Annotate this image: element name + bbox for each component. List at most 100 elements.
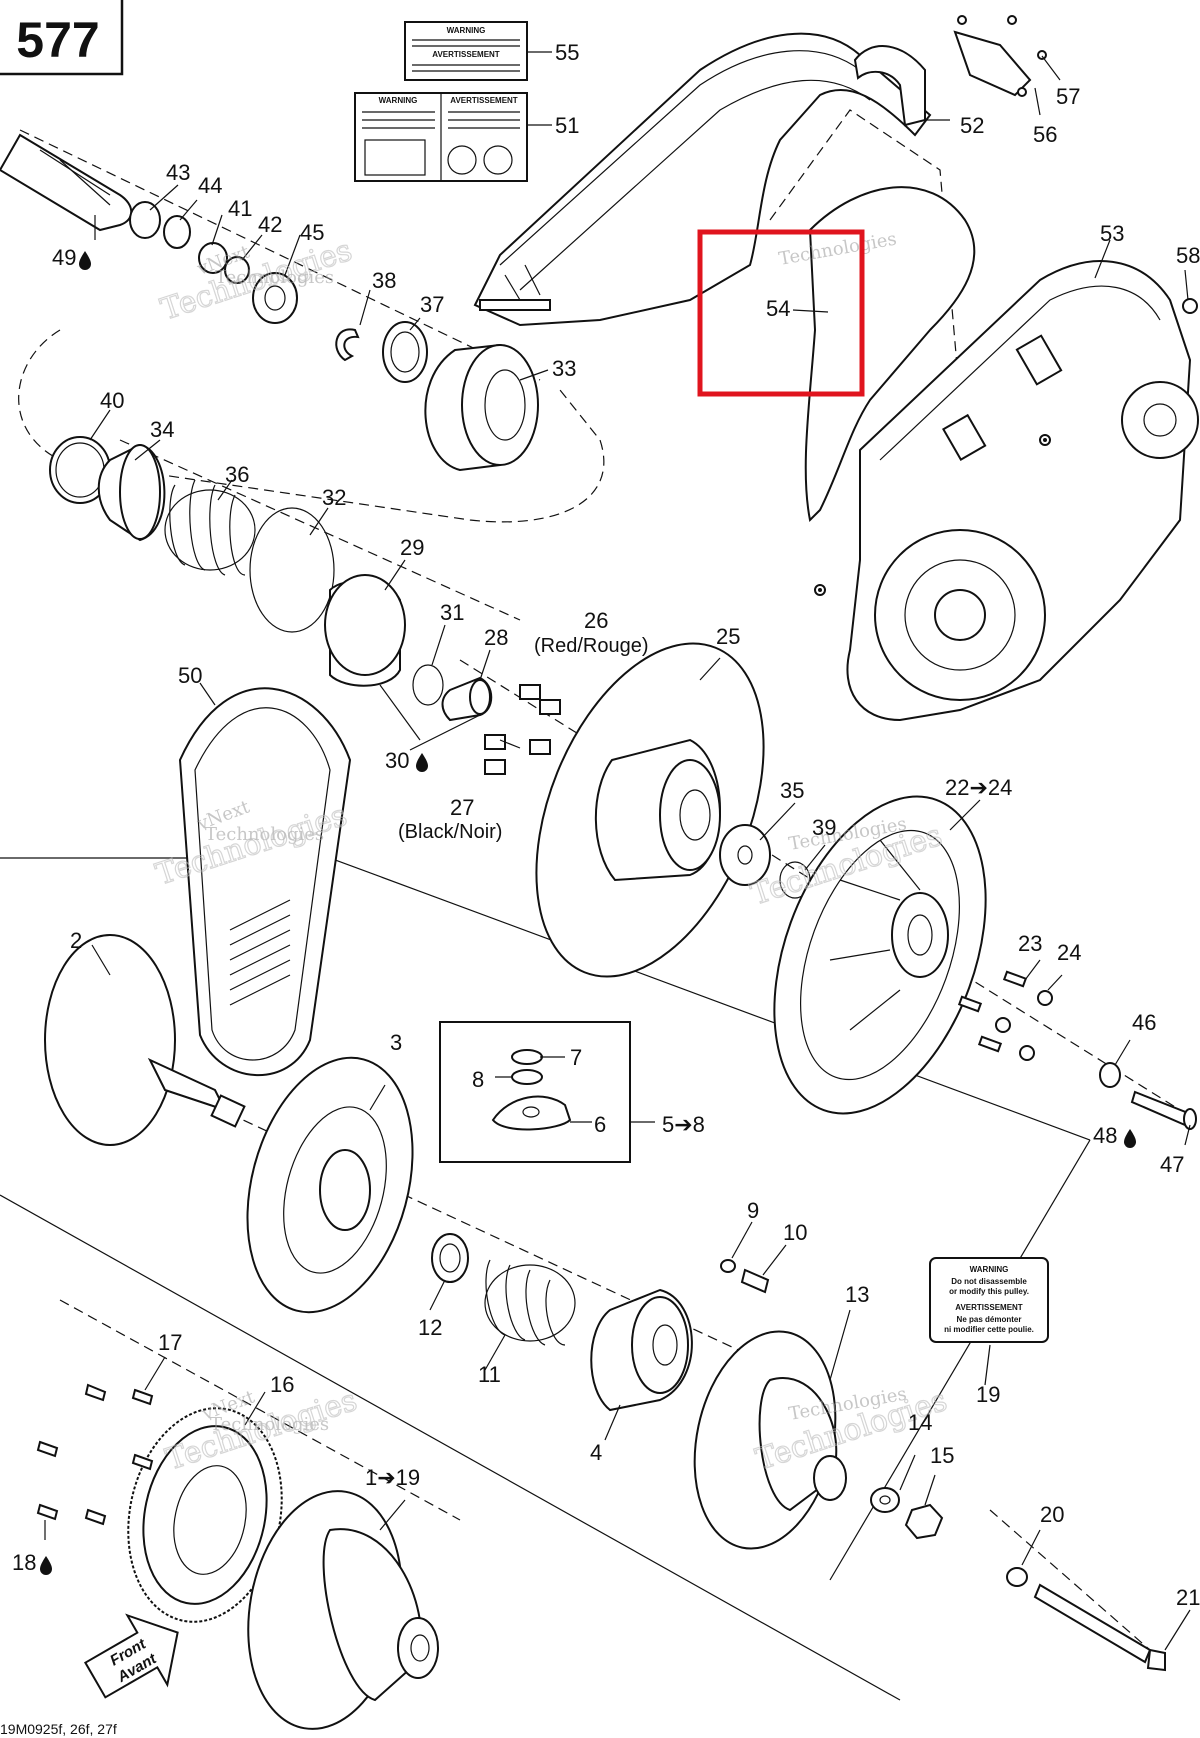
callout: 15 [930, 1443, 954, 1468]
warning-decal-55: WARNING AVERTISSEMENT [404, 21, 528, 81]
callout: 35 [780, 778, 804, 803]
svg-text:48: 48 [1093, 1123, 1117, 1148]
callout: 8 [472, 1067, 484, 1092]
highlight-callout: 54 [766, 296, 790, 321]
callout: 1➔19 [365, 1465, 420, 1490]
oil-drop-icon [79, 251, 91, 270]
callout: 56 [1033, 122, 1057, 147]
svg-text:18: 18 [12, 1550, 36, 1575]
callout: 24 [1057, 940, 1081, 965]
callout: 9 [747, 1198, 759, 1223]
svg-text:AVERTISSEMENT: AVERTISSEMENT [955, 1303, 1023, 1312]
callout-18: 18 [12, 1550, 52, 1575]
black-noir-label: (Black/Noir) [398, 821, 502, 843]
svg-text:Technologies: Technologies [215, 267, 334, 288]
page-number-box: 577 [0, 0, 124, 76]
callout: 57 [1056, 84, 1080, 109]
callout: 16 [270, 1372, 294, 1397]
drive-sheave-2 [44, 934, 246, 1146]
sheave-22-24 [773, 795, 1197, 1130]
callout: 25 [716, 624, 740, 649]
warning-decal-19: WARNING Do not disassemble or modify thi… [929, 1257, 1049, 1343]
callout-30: 30 [385, 748, 428, 773]
callout-numbers: 55 51 52 56 57 53 58 43 44 41 42 45 49 3… [12, 40, 1200, 1610]
callout: 38 [372, 268, 396, 293]
callout: 50 [178, 663, 202, 688]
callout: 17 [158, 1330, 182, 1355]
callout: 19 [976, 1382, 1000, 1407]
callout: 5➔8 [662, 1112, 705, 1137]
callout: 58 [1176, 243, 1200, 268]
callout: 32 [322, 485, 346, 510]
drive-belt-50 [178, 687, 352, 1076]
drive-pulley-13 [693, 1330, 944, 1550]
callout: 36 [225, 462, 249, 487]
belt-cover [814, 260, 1199, 722]
callout: 10 [783, 1220, 807, 1245]
callout: 43 [166, 160, 190, 185]
callout: 12 [418, 1315, 442, 1340]
callout: 44 [198, 173, 222, 198]
page-number: 577 [16, 12, 99, 68]
svg-text:ni modifier cette poulie.: ni modifier cette poulie. [944, 1325, 1034, 1334]
svg-text:WARNING: WARNING [379, 96, 418, 105]
callout: 3 [390, 1030, 402, 1055]
callout: 13 [845, 1282, 869, 1307]
driven-pulley-parts-upper [0, 133, 561, 775]
callout: 31 [440, 600, 464, 625]
callout: 11 [478, 1362, 501, 1387]
svg-text:49: 49 [52, 245, 76, 270]
oil-drop-icon [416, 753, 428, 772]
callout: 6 [594, 1112, 606, 1137]
callout: 33 [552, 356, 576, 381]
callout: 4 [590, 1440, 602, 1465]
callout: 52 [960, 113, 984, 138]
callout: 21 [1176, 1585, 1200, 1610]
callout: 55 [555, 40, 579, 65]
callout: 47 [1160, 1152, 1184, 1177]
svg-text:30: 30 [385, 748, 409, 773]
svg-text:Do not disassemble: Do not disassemble [951, 1277, 1027, 1286]
callout: 14 [908, 1410, 932, 1435]
callout: 39 [812, 815, 836, 840]
callout: 7 [570, 1045, 582, 1070]
warning-decal-51: WARNING AVERTISSEMENT [354, 92, 528, 182]
sheave-25 [535, 642, 811, 978]
red-rouge-label: (Red/Rouge) [534, 635, 649, 657]
callout-49: 49 [52, 245, 91, 270]
callout: 46 [1132, 1010, 1156, 1035]
cam-kit-box [439, 1021, 631, 1163]
oil-drop-icon [1124, 1129, 1136, 1148]
svg-text:or modify this pulley.: or modify this pulley. [949, 1287, 1029, 1296]
svg-text:Technologies: Technologies [205, 824, 324, 845]
oil-drop-icon [40, 1556, 52, 1575]
callout: 37 [420, 292, 444, 317]
callout: 22➔24 [945, 775, 1012, 800]
callout: 53 [1100, 221, 1124, 246]
drive-pulley-1-19 [247, 1490, 439, 1730]
callout: 26 [584, 608, 608, 633]
callout-48: 48 [1093, 1123, 1136, 1148]
callout: 27 [450, 795, 474, 820]
callout: 28 [484, 625, 508, 650]
movable-sheave-3 [246, 1056, 770, 1412]
callout: 20 [1040, 1502, 1064, 1527]
highlight-box [697, 229, 865, 397]
callout: 40 [100, 388, 124, 413]
callout: 34 [150, 417, 174, 442]
callout: 51 [555, 113, 579, 138]
callout: 23 [1018, 931, 1042, 956]
svg-text:Technologies: Technologies [210, 1414, 329, 1435]
bolt-20-21 [1006, 1567, 1166, 1672]
leader-lines [44, 51, 1191, 1651]
callout: 42 [258, 212, 282, 237]
belt-guard [473, 15, 1047, 523]
svg-text:Ne pas démonter: Ne pas démonter [957, 1315, 1022, 1324]
callout: 41 [228, 196, 252, 221]
callout: 2 [70, 928, 82, 953]
svg-text:AVERTISSEMENT: AVERTISSEMENT [450, 96, 518, 105]
footer-code: 19M0925f, 26f, 27f [0, 1721, 117, 1737]
highlighted-part-54[interactable]: 54 [697, 229, 865, 397]
svg-text:WARNING: WARNING [447, 26, 486, 35]
